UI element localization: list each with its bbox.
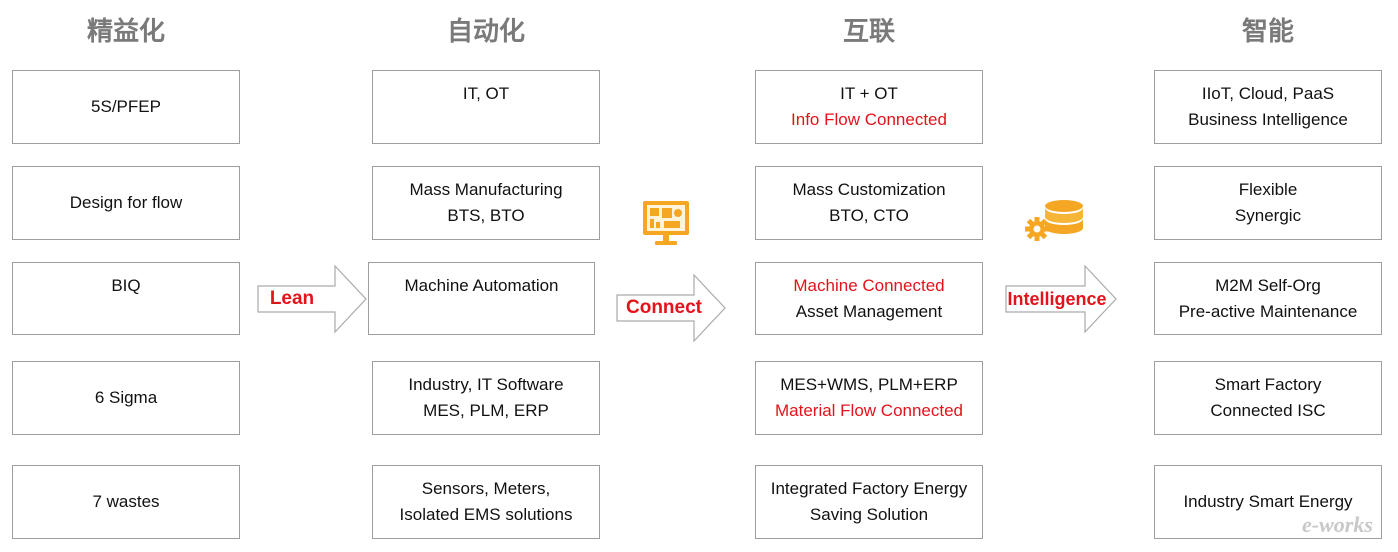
box-text-line: Material Flow Connected <box>774 401 964 420</box>
arrow-intelligence-label: Intelligence <box>1007 288 1107 309</box>
box-automation-3: Machine Automation <box>368 262 595 335</box>
arrow-intelligence: Intelligence <box>1005 264 1117 334</box>
box-lean-5: 7 wastes <box>12 465 240 539</box>
box-text-line: Asset Management <box>795 301 943 321</box>
box-text-line: Industry Smart Energy <box>1183 492 1353 511</box>
box-lean-2: Design for flow <box>12 166 240 240</box>
watermark-logo: e-works <box>1302 512 1373 537</box>
box-lean-1: 5S/PFEP <box>12 70 240 144</box>
monitor-dashboard-icon <box>641 199 691 249</box>
box-text-line: Connected ISC <box>1210 401 1326 420</box>
box-connect-4: MES+WMS, PLM+ERP Material Flow Connected <box>755 361 983 435</box>
box-text-line: Flexible <box>1238 180 1298 199</box>
arrow-intelligence-shape <box>1005 264 1117 334</box>
box-text-line: Industry, IT Software <box>408 375 564 394</box>
arrow-connect-label: Connect <box>626 297 702 318</box>
box-text-line: Synergic <box>1234 206 1302 225</box>
box-text-line: MES, PLM, ERP <box>423 401 549 420</box>
box-text-line: IT + OT <box>840 84 898 103</box>
box-text-line: Pre-active Maintenance <box>1178 301 1358 321</box>
box-intelligence-5: Industry Smart Energy <box>1154 465 1382 539</box>
box-text-line: BIQ <box>111 276 141 295</box>
arrow-connect: Connect <box>616 273 726 343</box>
box-text-line: Machine Automation <box>404 276 559 295</box>
arrow-lean: Lean <box>257 264 367 334</box>
box-text-line: 5S/PFEP <box>91 97 161 116</box>
column-title-lean: 精益化 <box>86 17 165 47</box>
box-automation-1: IT, OT <box>372 70 600 144</box>
column-title-automation: 自动化 <box>446 17 525 47</box>
box-text-line: MES+WMS, PLM+ERP <box>780 375 958 394</box>
box-text-line: Saving Solution <box>809 505 929 524</box>
box-text-line: Info Flow Connected <box>791 110 947 129</box>
box-text-line: Isolated EMS solutions <box>399 505 573 524</box>
database-gear-icon <box>1024 199 1086 243</box>
box-text-line: Business Intelligence <box>1188 110 1348 129</box>
box-text-line: BTS, BTO <box>447 206 525 225</box>
box-text-line: IT, OT <box>462 84 510 103</box>
box-text-line: Sensors, Meters, <box>421 479 551 498</box>
column-title-connect: 互联 <box>842 17 895 47</box>
box-lean-4: 6 Sigma <box>12 361 240 435</box>
box-text-line: Smart Factory <box>1214 375 1322 394</box>
box-text-line: Mass Customization <box>792 180 946 199</box>
box-text-line: Design for flow <box>69 193 183 212</box>
box-intelligence-1: IIoT, Cloud, PaaS Business Intelligence <box>1154 70 1382 144</box>
box-connect-1: IT + OT Info Flow Connected <box>755 70 983 144</box>
box-automation-5: Sensors, Meters, Isolated EMS solutions <box>372 465 600 539</box>
box-text-line: Machine Connected <box>793 275 945 295</box>
arrow-connect-shape <box>616 273 726 343</box>
box-text-line: BTO, CTO <box>829 206 909 225</box>
arrow-lean-label: Lean <box>269 288 315 309</box>
column-title-intelligence: 智能 <box>1241 17 1294 47</box>
box-text-line: M2M Self-Org <box>1215 275 1321 295</box>
box-text-line: Mass Manufacturing <box>409 180 563 199</box>
box-text-line: IIoT, Cloud, PaaS <box>1201 84 1335 103</box>
box-text-line: Integrated Factory Energy <box>770 479 968 498</box>
box-text-line: 7 wastes <box>92 492 160 511</box>
arrow-lean-shape <box>257 264 367 334</box>
box-text-line: 6 Sigma <box>94 388 158 407</box>
box-lean-3: BIQ <box>12 262 240 335</box>
